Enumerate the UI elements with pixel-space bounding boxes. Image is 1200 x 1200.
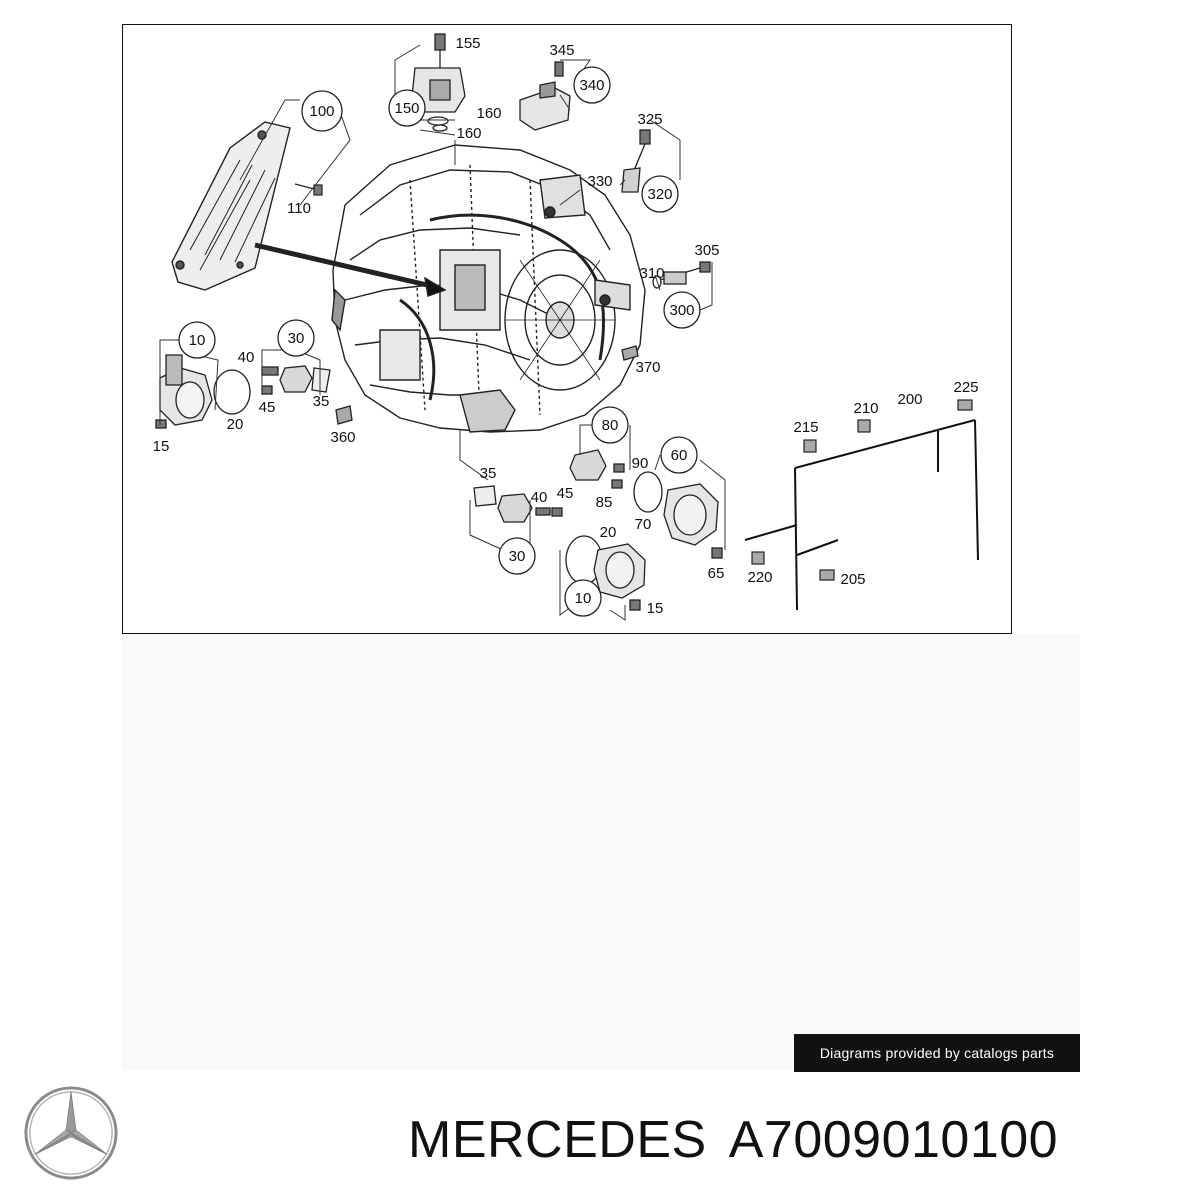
part-label: 330 [587,173,612,190]
part-label: 215 [793,419,818,436]
adapter-30-left [261,365,331,395]
actuator-60 [663,483,723,559]
part-label: 40 [531,489,548,506]
part-label: 310 [639,265,664,282]
o-ring-20-left [213,369,251,415]
actuator-10-right [593,543,646,611]
part-label: 20 [600,524,617,541]
sensor-320 [621,129,651,193]
callout: 320 [647,186,672,203]
actuator-10-left [155,354,213,429]
image-background [122,634,1080,1070]
harness-clips [751,399,973,581]
part-label: 65 [708,565,725,582]
part-label: 205 [840,571,865,588]
adapter-30-right [473,485,563,523]
part-label: 160 [456,125,481,142]
callout: 30 [509,548,526,565]
callout-circles [178,66,701,617]
callout: 300 [669,302,694,319]
part-labels: 155 345 160 160 325 110 330 305 310 370 … [153,35,979,617]
bolt-110 [294,183,323,196]
part-label: 35 [480,465,497,482]
callout: 10 [189,332,206,349]
valve-body-100 [171,121,447,297]
callout: 60 [671,447,688,464]
transmission-housing [331,144,646,433]
callout: 80 [602,417,619,434]
adapter-80 [569,449,625,489]
part-label: 160 [476,105,501,122]
callout: 340 [579,77,604,94]
part-label: 45 [259,399,276,416]
plug-370 [621,345,639,361]
wiring-harness-200 [744,419,979,611]
part-title: MERCEDES A7009010100 [408,1104,1058,1176]
part-label: 225 [953,379,978,396]
callout: 10 [575,590,592,607]
part-label: 155 [455,35,480,52]
part-label: 35 [313,393,330,410]
sensor-150 [411,33,466,132]
part-label: 45 [557,485,574,502]
part-label: 200 [897,391,922,408]
brand-name: MERCEDES [408,1111,707,1169]
part-label: 15 [153,438,170,455]
callout: 30 [288,330,305,347]
part-label: 360 [330,429,355,446]
part-label: 305 [694,242,719,259]
part-label: 90 [632,455,649,472]
plug-360 [335,405,353,425]
part-label: 345 [549,42,574,59]
callout-numbers: 100 150 340 320 300 10 30 80 60 30 10 [189,77,695,607]
part-label: 325 [637,111,662,128]
o-ring-70 [633,471,663,513]
part-label: 210 [853,400,878,417]
part-label: 40 [238,349,255,366]
leader-lines [159,44,726,621]
callout: 150 [394,100,419,117]
part-label: 370 [635,359,660,376]
part-label: 70 [635,516,652,533]
part-number: A7009010100 [728,1111,1059,1169]
part-label: 110 [287,200,311,217]
part-label: 85 [596,494,613,511]
callout: 100 [309,103,334,120]
exploded-parts-diagram: 100 150 340 320 300 10 30 80 60 30 10 15… [153,33,979,621]
mercedes-star-icon [24,1086,118,1180]
diagram-credit-banner: Diagrams provided by catalogs parts [794,1034,1080,1072]
sensor-300 [652,261,711,289]
part-label: 20 [227,416,244,433]
sensor-340 [519,61,571,131]
part-label: 220 [747,569,772,586]
part-label: 15 [647,600,664,617]
